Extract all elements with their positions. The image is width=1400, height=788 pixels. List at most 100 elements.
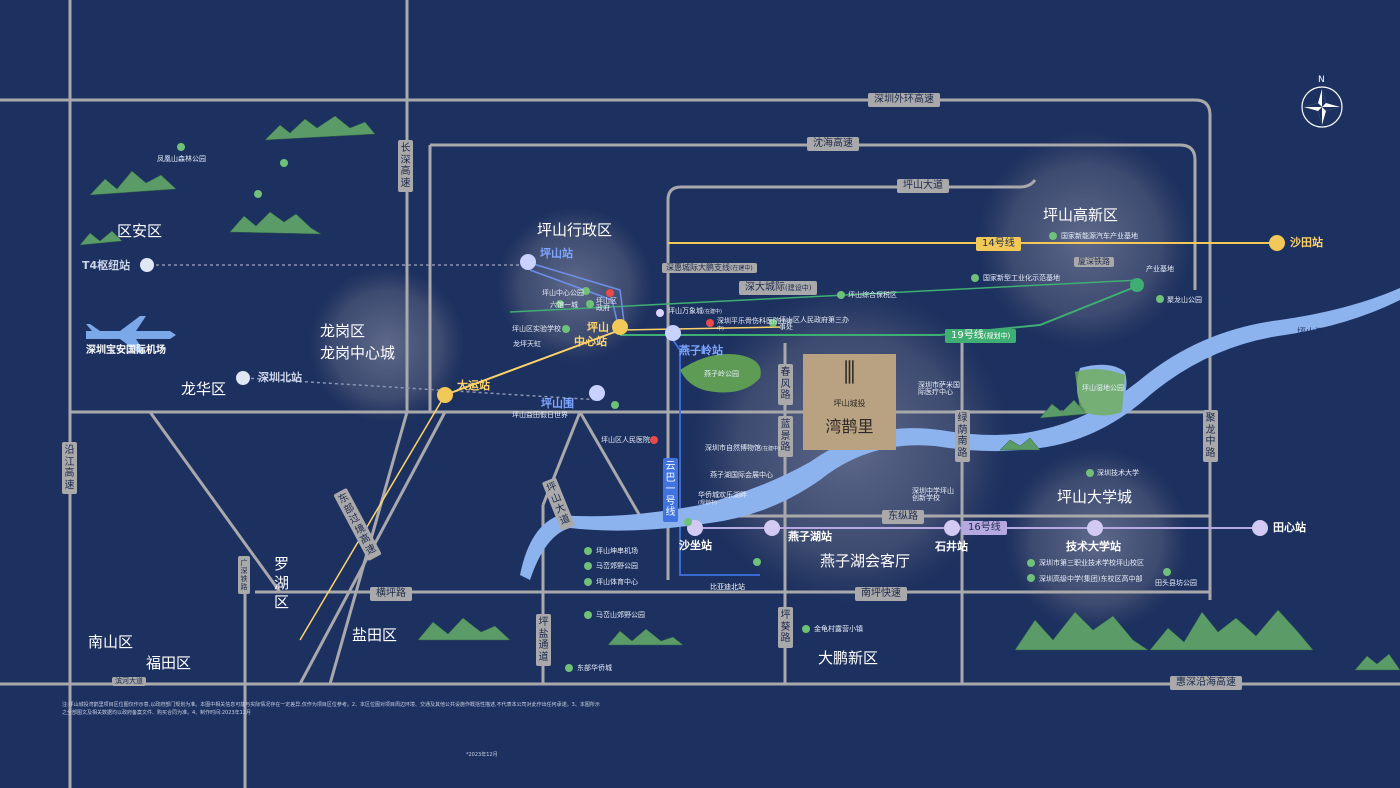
- project-mark-icon: ⫼: [843, 358, 856, 388]
- station-yanziling: 燕子岭站: [679, 344, 723, 357]
- marker-dayun: [437, 387, 453, 403]
- poi-dongbu-hqc: 东部华侨城: [577, 664, 612, 672]
- marker-t4: [140, 258, 154, 272]
- station-biyadi: 比亚迪北站: [710, 583, 745, 591]
- marker-tech-uni: [1087, 520, 1103, 536]
- pingle-note: (在建中): [717, 319, 792, 332]
- district-pingshan-hitech: 坪山高新区: [1043, 206, 1119, 224]
- badge-line14: 14号线: [976, 237, 1021, 251]
- district-yantian: 盐田区: [352, 626, 398, 644]
- glow-pingshan-hitech: [977, 132, 1193, 348]
- station-pingshan-west: 坪山围: [541, 397, 574, 410]
- station-markers: [140, 235, 1285, 536]
- marker-pingshan-center: [612, 319, 628, 335]
- road-nanping: 南坪快速: [855, 587, 907, 601]
- district-futian: 福田区: [146, 654, 192, 672]
- label-airport: 深圳宝安国际机场: [86, 345, 166, 356]
- poi-yanziling-park: 燕子岭公园: [704, 370, 739, 378]
- district-dapeng: 大鹏新区: [818, 649, 879, 667]
- marker-pingshan-st: [520, 254, 536, 270]
- road-lvyin: 绿荫南路: [955, 410, 970, 462]
- compass-icon: [1301, 86, 1343, 128]
- wetland-park-area: [1075, 369, 1125, 416]
- district-longgang-center: 龙岗中心城: [320, 344, 396, 362]
- station-pingshan-center2: 中心站: [574, 335, 607, 348]
- compass-north: N: [1318, 75, 1325, 85]
- district-pingshan-uni: 坪山大学城: [1057, 488, 1133, 506]
- pingle-name: 深圳平乐骨伤科医院: [717, 317, 780, 325]
- disclaimer-date: *2023年12月: [466, 752, 498, 758]
- marker-shenzhen-north: [236, 371, 250, 385]
- poi-zonghe: 坪山综合保税区: [848, 291, 897, 299]
- station-pingshan: 坪山站: [540, 247, 573, 260]
- line19-name: 19号线: [951, 330, 984, 341]
- district-longhua: 龙华区: [181, 380, 227, 398]
- poi-district-gov: 坪山区政府: [596, 297, 617, 312]
- poi-liuhe: 六馆一城: [550, 301, 578, 309]
- station-dayun: 大运站: [457, 379, 490, 392]
- road-outer-ring: 深圳外环高速: [868, 93, 940, 107]
- label-pingshan-river: 坪山河: [1297, 328, 1325, 338]
- poi-julong-park: 聚龙山公园: [1167, 296, 1202, 304]
- shenhui-branch-name: 深惠城际大鹏支线: [666, 263, 730, 272]
- poi-expo: 燕子湖国际会展中心: [710, 471, 773, 479]
- huaqiao-note: (规划中): [698, 500, 717, 506]
- marker-shatian: [1269, 235, 1285, 251]
- marker-industry: [1130, 278, 1144, 292]
- shenhui-branch-note: (在建中): [730, 265, 753, 272]
- poi-experiment-school: 坪山区实验学校: [512, 325, 561, 333]
- poi-senior-high: 深圳高级中学(集团)东校区高中部: [1039, 575, 1143, 583]
- project-name: 湾鹊里: [825, 417, 874, 436]
- station-shaping: 沙坐站: [679, 539, 712, 552]
- district-luohu: 罗湖区: [274, 555, 290, 611]
- road-chunfeng: 春风路: [778, 364, 793, 405]
- poi-medical: 深圳市萨米国际医疗中心: [918, 381, 960, 396]
- poi-maluan: 马峦郊野公园: [596, 562, 638, 570]
- road-shenda: 深大城际(建设中): [739, 281, 818, 295]
- poi-huaqiao: 华侨城欢乐湖畔(规划中): [698, 492, 748, 506]
- marker-tianxin: [1252, 520, 1268, 536]
- district-baoan: 区安区: [117, 222, 163, 240]
- poi-museum: 深圳市自然博物馆(在建中): [705, 445, 780, 452]
- poi-ngv-base: 国家新能源汽车产业基地: [1061, 232, 1138, 240]
- station-yanzihu: 燕子湖站: [788, 530, 832, 543]
- badge-line19: 19号线(规划中): [945, 329, 1017, 343]
- poi-pingshan-park: 坪山中心公园: [542, 289, 584, 297]
- poi-fenghuang: 凤凰山森林公园: [157, 155, 206, 163]
- disclaimer: 注:坪山城投湾鹊里项目区位图仅作示意,以政府部门规划为准。本图中相关信息可能与实…: [62, 702, 600, 716]
- glow-pingshan-uni: [1005, 448, 1189, 632]
- airplane-icon: [86, 316, 176, 354]
- district-yanzihu-hall: 燕子湖会客厅: [820, 552, 911, 570]
- road-shenhai: 沈海高速: [807, 137, 859, 151]
- poi-sports: 坪山体育中心: [596, 578, 638, 586]
- district-pingshan-admin: 坪山行政区: [537, 221, 613, 239]
- poi-people-gov: 坪山区人民政府第三办事处: [779, 316, 849, 331]
- road-guangshen: 广深铁路: [238, 556, 250, 595]
- badge-line16: 16号线: [962, 521, 1007, 535]
- poi-third-vocational: 深圳市第三职业技术学校坪山校区: [1039, 559, 1144, 567]
- wanxiang-note: (在建中): [703, 309, 722, 315]
- yanziling-park-area: [680, 354, 761, 393]
- poi-industry: 产业基地: [1146, 265, 1174, 273]
- road-julong: 聚龙中路: [1203, 410, 1218, 462]
- poi-pinghui: 坪山益田假日世界: [512, 411, 568, 419]
- shenda-name: 深大城际: [745, 282, 785, 293]
- poi-people-hospital: 坪山区人民医院: [601, 436, 650, 444]
- poi-maluan2: 马峦山郊野公园: [596, 611, 645, 619]
- mountains: [79, 115, 1400, 671]
- district-longgang: 龙岗区: [320, 322, 366, 340]
- poi-jingui: 金龟村露营小镇: [814, 625, 863, 633]
- road-pingshan-blvd: 坪山大道: [897, 179, 949, 193]
- line19-note: (规划中): [983, 332, 1011, 340]
- poi-wanxiangcheng: 坪山万象城(在建中): [668, 308, 722, 315]
- station-shenzhen-north: 深圳北站: [258, 371, 302, 384]
- marker-yanzihu: [764, 520, 780, 536]
- marker-yanziling: [665, 325, 681, 341]
- project-logo: ⫼ 坪山城投 湾鹊里: [803, 354, 896, 450]
- road-shenhui-branch: 深惠城际大鹏支线(在建中): [662, 263, 757, 273]
- road-yanjiang: 沿江高速: [62, 442, 77, 494]
- huaqiao-name: 华侨城欢乐湖畔: [698, 491, 747, 499]
- museum-note: (在建中): [761, 446, 780, 452]
- station-tianxin: 田心站: [1273, 521, 1306, 534]
- road-pingyan: 坪盐通道: [536, 614, 551, 666]
